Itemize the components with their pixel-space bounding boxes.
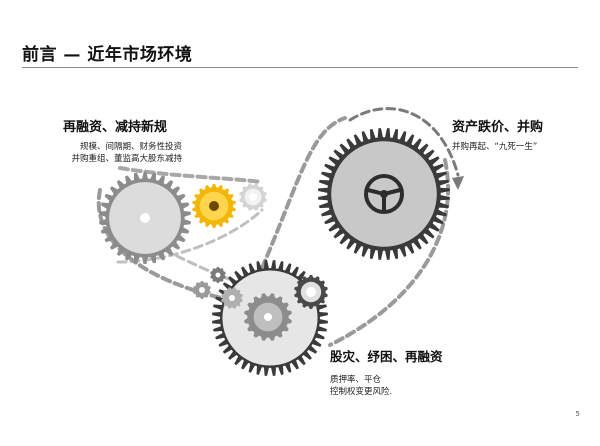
- page-title: 前言 — 近年市场环境: [22, 45, 193, 65]
- steering-wheel-icon: [364, 174, 404, 214]
- page-number: 5: [575, 410, 580, 418]
- title-divider: [22, 67, 578, 68]
- desc-line: 控制权变更风险.: [330, 387, 393, 397]
- arrow-head-icon: [452, 176, 464, 190]
- belt-top-left: [118, 166, 264, 184]
- bottom-small-dark-gear-icon: [294, 275, 328, 309]
- desc-line: 质押率、平仓: [330, 375, 382, 385]
- belt-right-to-bottom: [328, 158, 451, 347]
- belt-bottom-to-right: [260, 116, 347, 270]
- gears: [99, 128, 450, 376]
- desc-line: 规模、间隔期、财务性投资: [79, 142, 182, 152]
- desc-line: 并购再起、“九死一生”: [452, 142, 538, 152]
- heading-bottom: 股灾、纾困、再融资: [330, 349, 443, 364]
- tiny-gear-icon: [221, 287, 243, 309]
- bottom-inner-gear-icon: [244, 293, 292, 341]
- heading-top-left: 再融资、减持新规: [62, 120, 167, 135]
- text-block-top-right: 资产跌价、并购 并购再起、“九死一生”: [452, 116, 582, 153]
- tiny-gear-icon: [193, 281, 211, 299]
- desc-line: 并购重组、董监高大股东减持: [71, 154, 182, 164]
- text-block-bottom: 股灾、纾困、再融资 质押率、平仓 控制权变更风险.: [330, 346, 500, 398]
- tiny-gear-icon: [210, 267, 226, 283]
- yellow-gear-icon: [192, 184, 236, 228]
- small-gear-icon: [239, 183, 267, 211]
- text-block-top-left: 再融资、减持新规 规模、间隔期、财务性投资 并购重组、董监高大股东减持: [40, 116, 190, 165]
- heading-top-right: 资产跌价、并购: [452, 120, 544, 135]
- belt-arc-right: [348, 107, 460, 177]
- top-left-gear-icon: [99, 172, 191, 264]
